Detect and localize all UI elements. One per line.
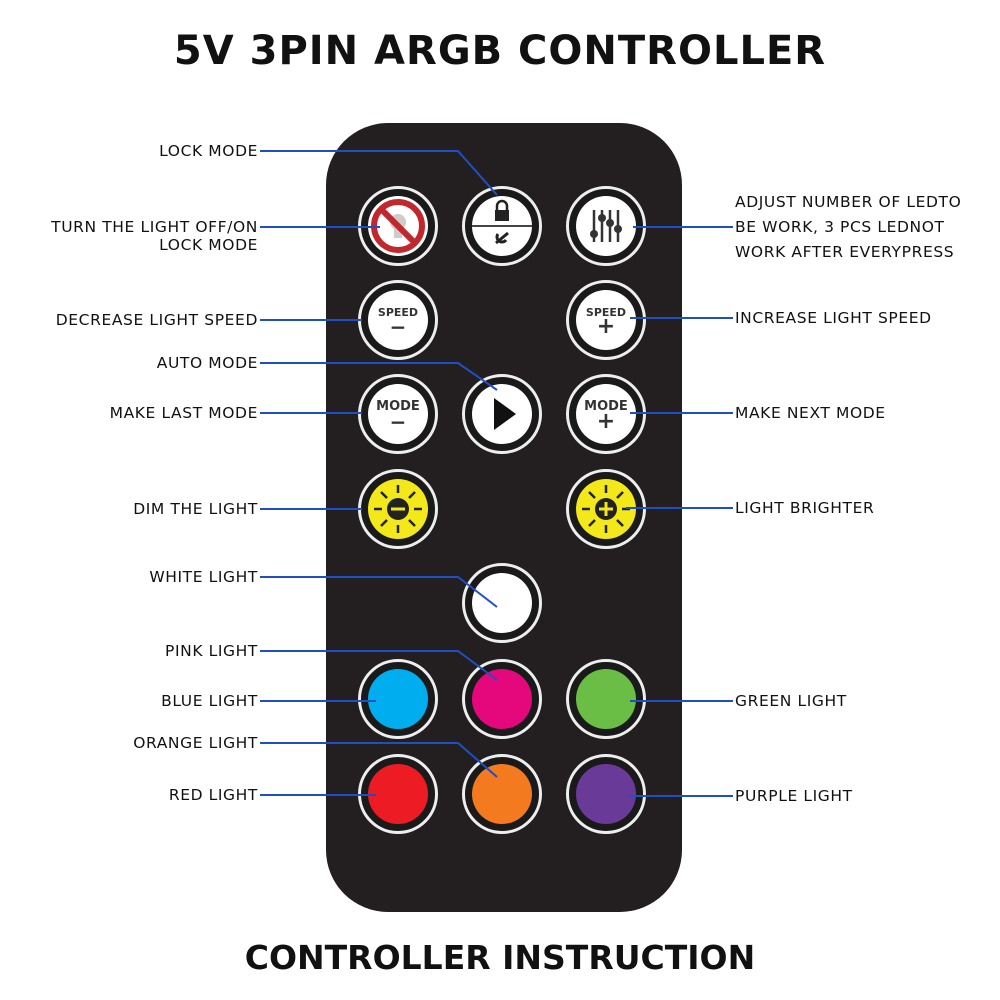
sun-minus-icon [368, 479, 428, 539]
mode-label: MODE [584, 398, 628, 414]
plus-icon: + [596, 313, 616, 339]
purple-button[interactable] [566, 754, 646, 834]
label-brighter: LIGHT BRIGHTER [735, 499, 875, 517]
lock-mode-button[interactable] [462, 186, 542, 266]
mode-next-button[interactable]: MODE+ [566, 374, 646, 454]
lock-icon [472, 196, 532, 256]
orange-button[interactable] [462, 754, 542, 834]
mode-label: MODE [376, 398, 420, 414]
label-orange: ORANGE LIGHT [133, 734, 258, 752]
speed-up-button[interactable]: SPEED+ [566, 280, 646, 360]
led-count-button[interactable] [566, 186, 646, 266]
auto-mode-button[interactable] [462, 374, 542, 454]
label-dim: DIM THE LIGHT [133, 500, 258, 518]
label-last-mode: MAKE LAST MODE [109, 404, 258, 422]
label-decrease-speed: DECREASE LIGHT SPEED [55, 311, 258, 329]
sliders-icon [576, 196, 636, 256]
label-power-2: LOCK MODE [159, 236, 258, 254]
label-lock-mode: LOCK MODE [159, 142, 258, 160]
label-blue: BLUE LIGHT [161, 692, 258, 710]
blue-button[interactable] [358, 659, 438, 739]
pink-button[interactable] [462, 659, 542, 739]
label-pink: PINK LIGHT [165, 642, 258, 660]
label-increase-speed: INCREASE LIGHT SPEED [735, 309, 932, 327]
speed-down-button[interactable]: SPEED− [358, 280, 438, 360]
minus-icon: − [389, 409, 407, 434]
label-purple: PURPLE LIGHT [735, 787, 853, 805]
mode-prev-button[interactable]: MODE− [358, 374, 438, 454]
play-icon [472, 384, 532, 444]
title: 5V 3PIN ARGB CONTROLLER [173, 28, 827, 74]
plus-icon: + [596, 408, 616, 434]
footer-title: CONTROLLER INSTRUCTION [244, 938, 756, 977]
label-next-mode: MAKE NEXT MODE [735, 404, 886, 422]
speed-label: SPEED [377, 305, 419, 319]
label-auto-mode: AUTO MODE [156, 354, 258, 372]
label-adjust-3: WORK AFTER EVERYPRESS [735, 243, 955, 261]
speed-label: SPEED [585, 305, 627, 319]
white-button[interactable] [462, 563, 542, 643]
label-red: RED LIGHT [168, 786, 258, 804]
green-button[interactable] [566, 659, 646, 739]
dim-button[interactable] [358, 469, 438, 549]
label-green: GREEN LIGHT [735, 692, 847, 710]
label-adjust-1: ADJUST NUMBER OF LEDTO [735, 193, 962, 211]
label-white: WHITE LIGHT [149, 568, 258, 586]
label-power-1: TURN THE LIGHT OFF/ON [51, 218, 258, 236]
minus-icon: − [389, 314, 407, 339]
label-adjust-2: BE WORK, 3 PCS LEDNOT [735, 218, 945, 236]
